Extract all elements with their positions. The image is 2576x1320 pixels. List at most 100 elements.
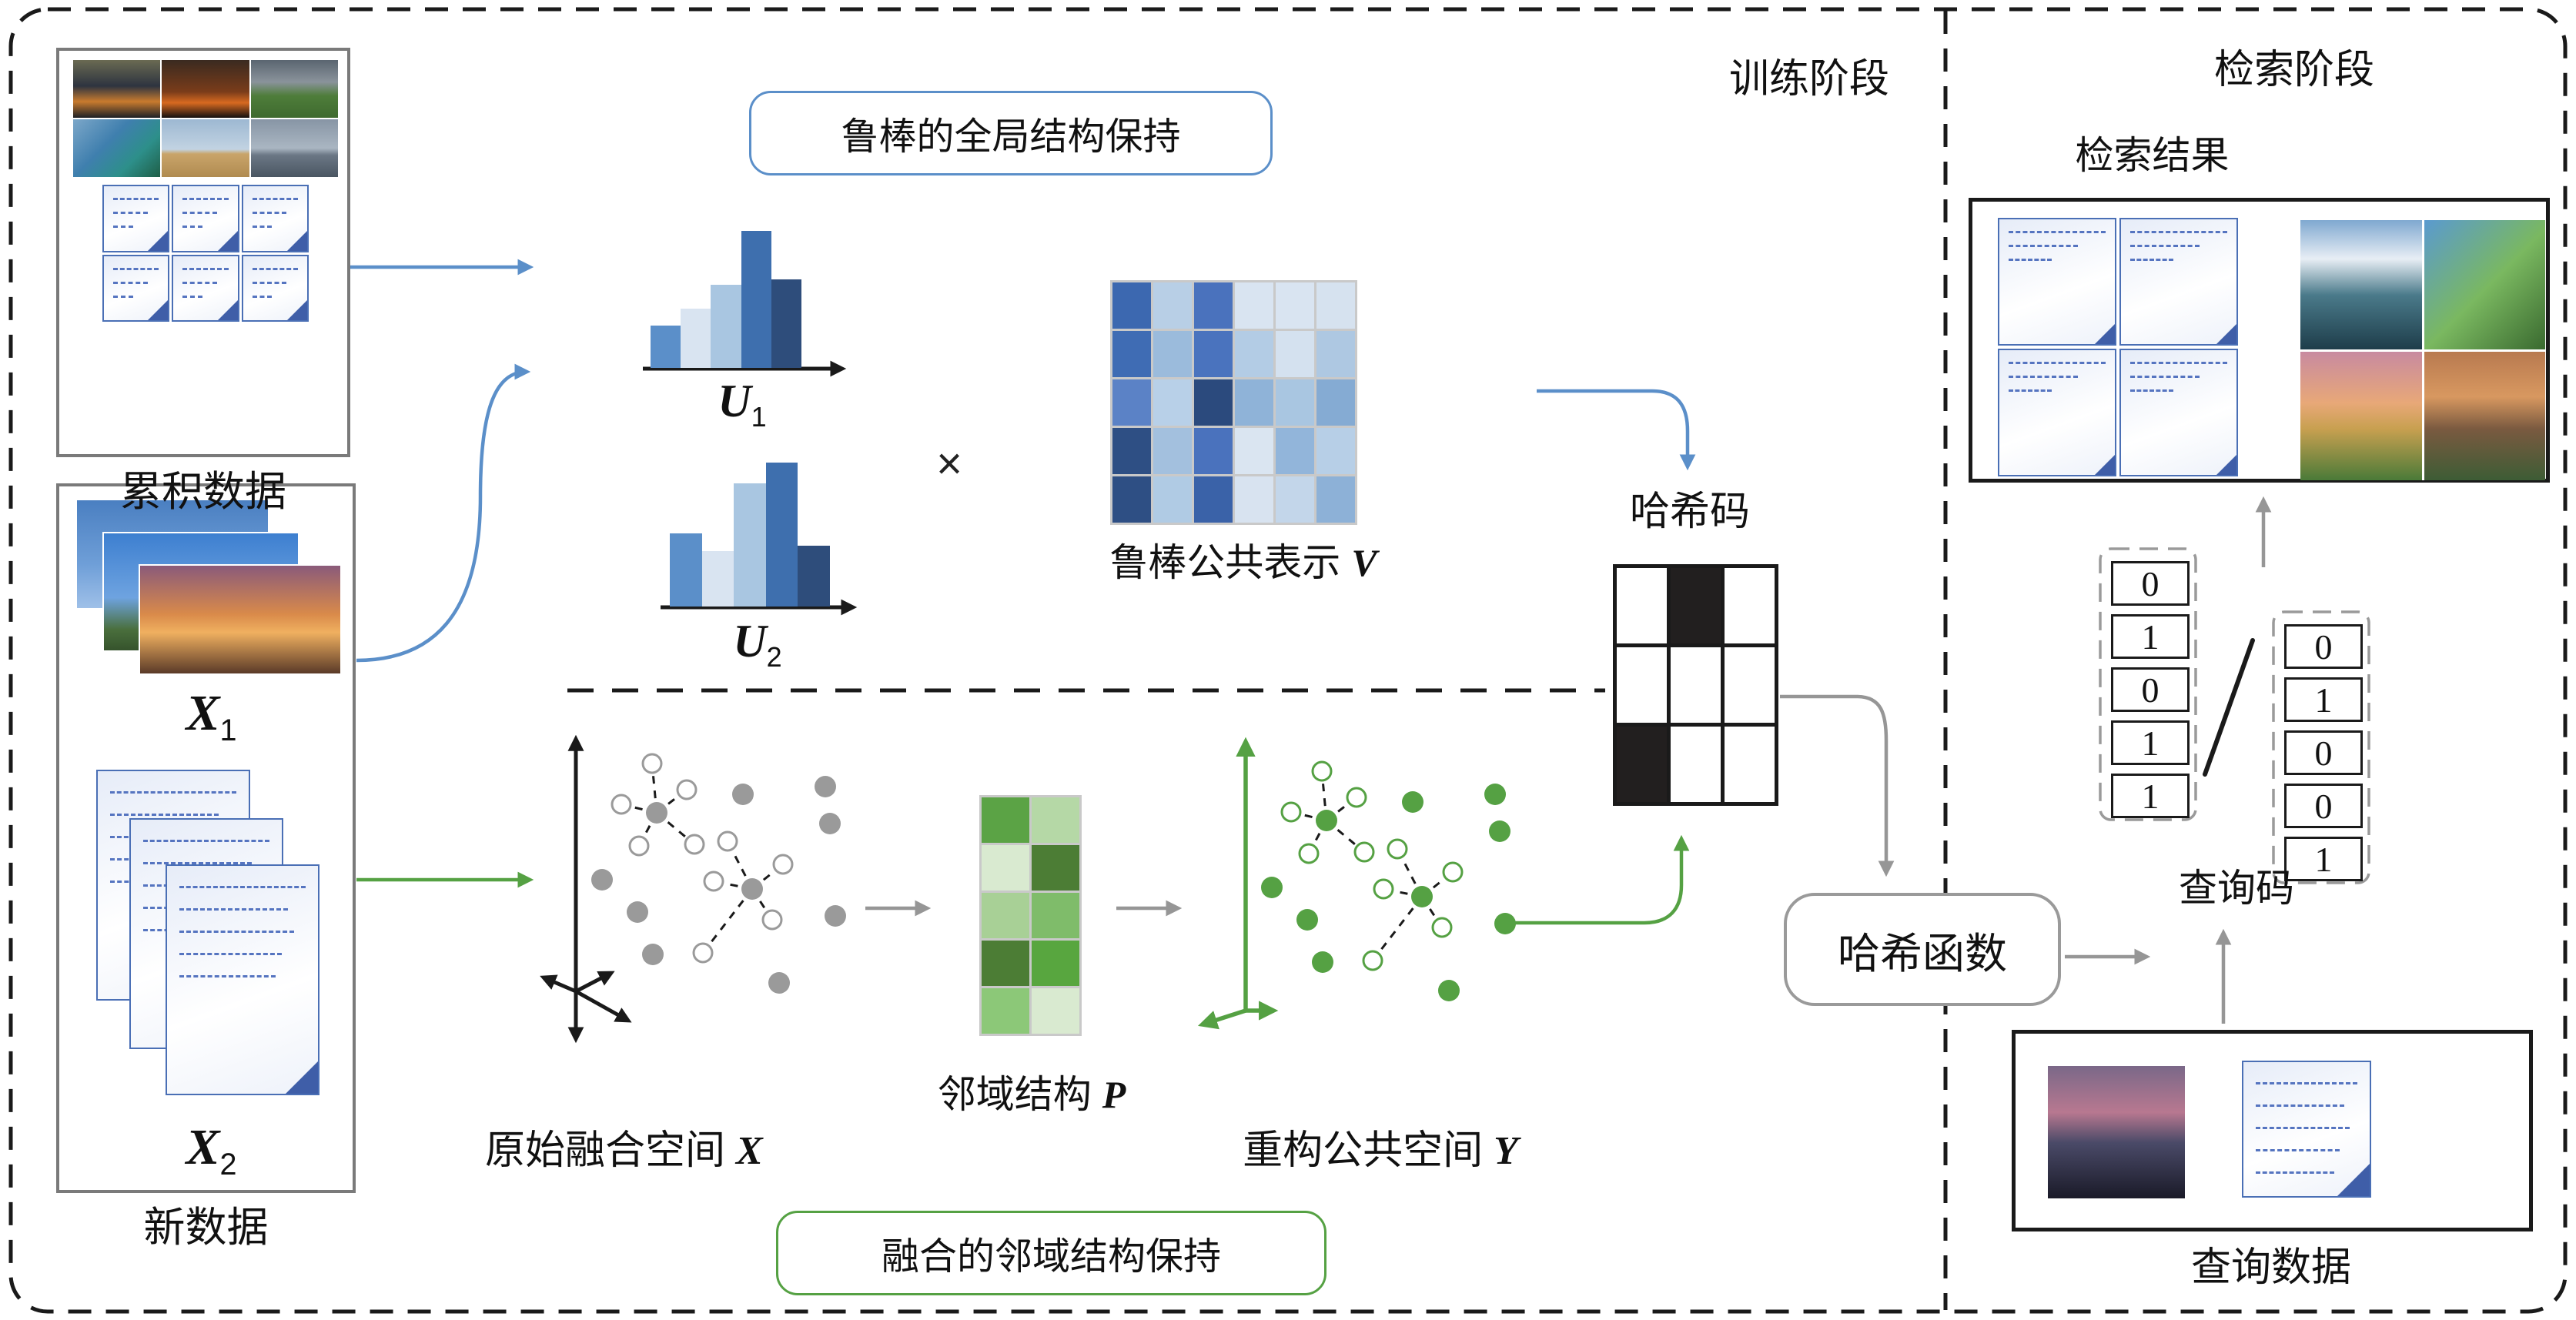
histogram-bar [765,463,798,607]
scatter-solid-point [627,901,648,923]
matrix-cell [1316,379,1355,426]
scatter-solid-point [1438,980,1460,1001]
hash-function-label: 哈希函数 [1837,929,2007,977]
hash-code-label: 哈希码 [1629,490,1750,534]
matrix-cell [1235,476,1273,523]
matrix-cell [1032,845,1079,891]
hash-bit-cell [1725,647,1775,723]
matrix-cell [982,941,1029,986]
document-icon [102,254,170,322]
arrow-v-to-hashcode [1537,389,1696,471]
result-doc-grid [1998,218,2238,476]
document-text-line [252,212,287,214]
histogram-bar [701,551,734,607]
matrix-cell [1112,282,1151,329]
scatter-open-point [676,779,698,800]
document-text-line [182,212,217,214]
u1-label: U1 [718,376,767,433]
scatter-solid-point [1261,877,1283,898]
matrix-cell [1276,476,1314,523]
matrix-cell [1112,428,1151,474]
scatter-open-point [1442,861,1464,883]
document-text-line [113,198,159,200]
scatter-solid-point [1402,791,1423,813]
matrix-cell [1194,476,1233,523]
scatter-solid-point [1296,909,1318,931]
scatter-open-point [772,854,794,875]
scatter-solid-point [1484,784,1506,805]
document-text-line [2130,362,2227,364]
matrix-cell [1112,379,1151,426]
document-fold-corner [146,299,169,321]
matrix-cell [1032,797,1079,843]
document-text-line [113,281,148,284]
neighborhood-structure-label: 融合的邻域结构保持 [881,1235,1221,1278]
hash-code-grid [1613,564,1778,806]
document-text-line [179,908,288,911]
global-structure-label: 鲁棒的全局结构保持 [841,115,1181,158]
document-fold-corner [286,299,307,321]
histogram-bar [741,231,771,368]
document-text-line [2009,376,2078,378]
scatter-open-point [1431,917,1453,938]
cumulative-photo-grid [73,60,338,177]
document-text-line [252,281,287,284]
query-bit: 1 [2111,720,2190,765]
matrix-cell [1235,282,1273,329]
scatter-open-point [692,942,714,964]
matrix-cell [1316,331,1355,377]
query-bit: 0 [2284,624,2363,669]
matrix-cell [982,845,1029,891]
u2-label: U2 [733,616,782,673]
scatter-y-axis-diag [1197,1008,1246,1030]
photo-dark-lake [2048,1066,2185,1198]
training-stage-label: 训练阶段 [1728,57,1889,102]
document-text-line [182,281,217,284]
scatter-solid-point [819,813,841,834]
neighborhood-structure-box: 融合的邻域结构保持 [776,1211,1326,1295]
scatter-open-point [717,830,738,852]
photo-sea-boats [250,119,338,177]
scatter-open-point [611,794,632,815]
result-photo-grid [2300,220,2545,480]
query-bit: 0 [2111,667,2190,712]
matrix-cell [1032,893,1079,938]
document-icon [172,254,239,322]
document-text-line [252,295,273,298]
document-text-line [2009,231,2106,233]
common-representation-matrix-v [1110,280,1357,525]
document-fold-corner [216,299,238,321]
hash-function-box: 哈希函数 [1784,893,2061,1006]
scatter-open-point [1346,787,1367,808]
document-fold-corner [284,1060,318,1094]
photo-mountain-lake [2300,220,2422,349]
matrix-cell [982,988,1029,1034]
scatter-solid-point [1489,820,1510,842]
query-bit: 1 [2111,774,2190,818]
document-text-line [110,791,236,794]
scatter-solid-point [1312,951,1333,973]
document-fold-corner [2336,1162,2370,1196]
scatter-open-point [1387,838,1408,860]
scatter-hub-point [1316,810,1337,831]
matrix-cell [1194,428,1233,474]
matrix-cell [1153,379,1192,426]
document-icon [2242,1061,2371,1198]
scatter-solid-point [815,776,836,797]
document-text-line [2130,245,2200,247]
scatter-solid-point [732,784,754,805]
document-icon [241,185,309,252]
document-text-line [179,953,282,955]
document-text-line [2009,389,2052,392]
document-fold-corner [2093,453,2115,475]
document-text-line [179,975,276,977]
scatter-open-point [684,834,705,855]
matrix-cell [1032,941,1079,986]
document-text-line [113,226,133,228]
document-text-line [182,226,202,228]
query-bit: 0 [2111,561,2190,606]
new-data-label: 新数据 [143,1205,269,1251]
